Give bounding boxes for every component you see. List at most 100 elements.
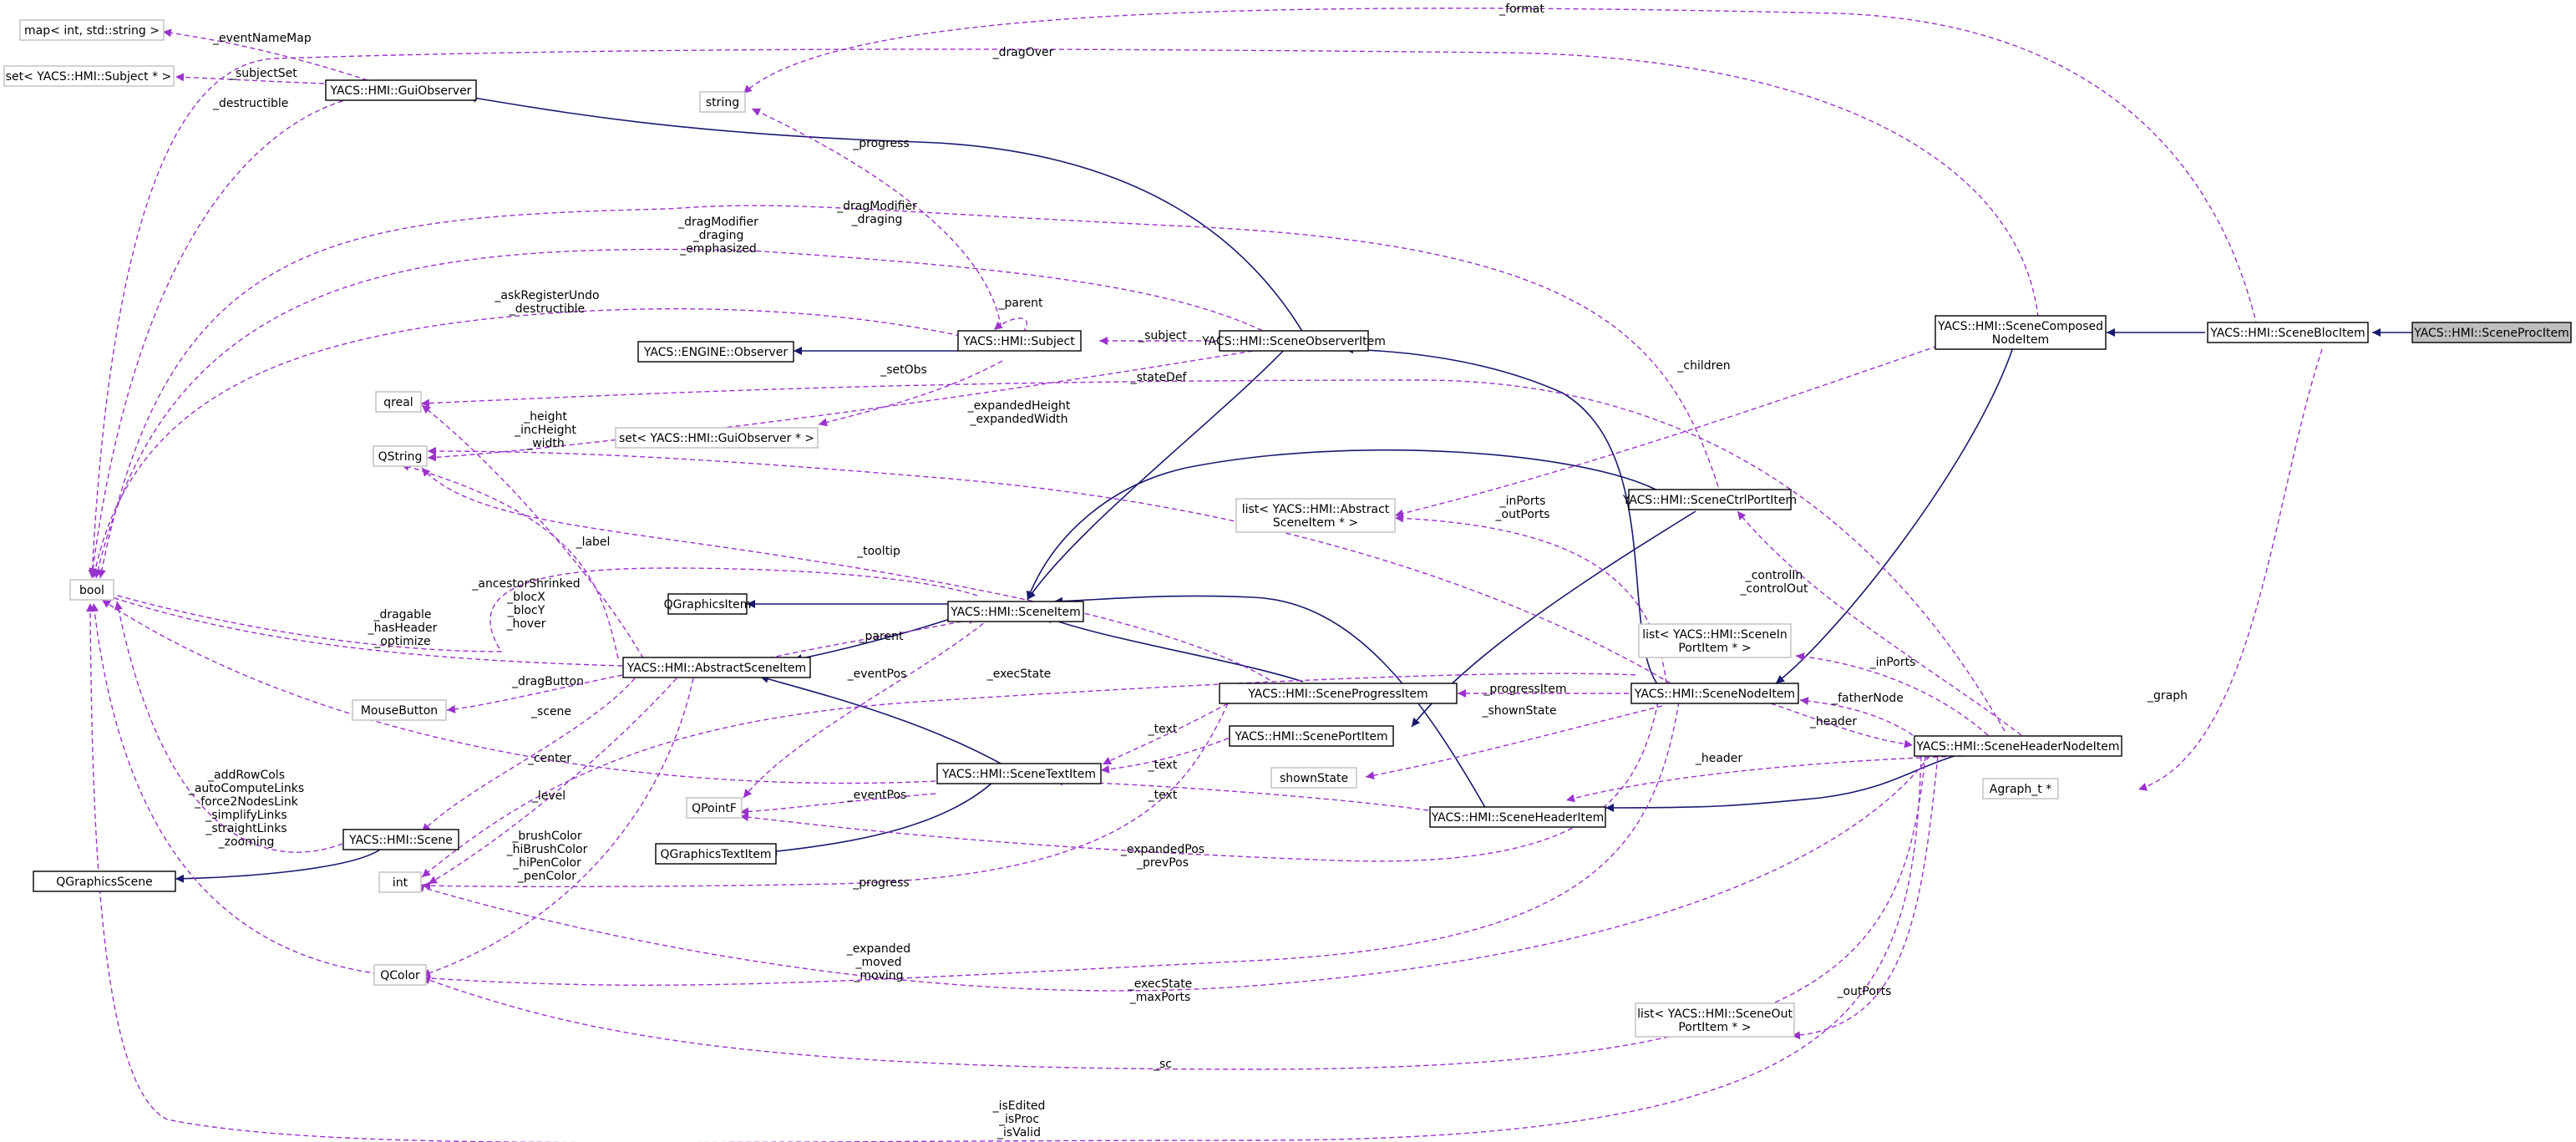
node-scene-observer-item[interactable]: YACS::HMI::SceneObserverItem [1201, 330, 1386, 352]
svg-text:MouseButton: MouseButton [361, 704, 438, 718]
label-set-obs: _setObs [880, 363, 927, 377]
label-in-ports: _inPorts [1869, 656, 1916, 669]
label-drag-modifier-b: _dragModifier_draging_emphasized [677, 216, 758, 256]
edge-ctrl-port-to-scene-item [1026, 449, 1663, 601]
edge-father-node [1799, 697, 1914, 736]
label-event-pos-a: _eventPos [847, 667, 907, 681]
edge-format [743, 8, 2258, 327]
svg-text:QColor: QColor [380, 969, 420, 982]
edge-in-out-ports [1394, 514, 1667, 684]
edge-exec-state [421, 673, 1636, 878]
label-event-pos-b: _eventPos [847, 789, 907, 802]
node-set-gui-observer[interactable]: set< YACS::HMI::GuiObserver * > [615, 427, 819, 449]
label-dragable: _dragable_hasHeader_optimize [368, 608, 438, 648]
svg-text:YACS::HMI::SceneNodeItem: YACS::HMI::SceneNodeItem [1634, 688, 1795, 701]
node-qcolor[interactable]: QColor [373, 964, 427, 986]
node-shown-state[interactable]: shownState [1270, 767, 1357, 789]
svg-text:QString: QString [378, 450, 423, 464]
node-set-subject[interactable]: set< YACS::HMI::Subject * > [3, 65, 175, 87]
node-scene-proc-item[interactable]: YACS::HMI::SceneProcItem [2411, 322, 2572, 343]
node-scene-node-item[interactable]: YACS::HMI::SceneNodeItem [1630, 683, 1799, 704]
svg-text:YACS::HMI::Scene: YACS::HMI::Scene [348, 834, 453, 847]
svg-text:YACS::HMI::Subject: YACS::HMI::Subject [962, 335, 1075, 348]
node-qpointf[interactable]: QPointF [686, 797, 743, 819]
edge-text-port [1100, 734, 1237, 774]
svg-text:QGraphicsScene: QGraphicsScene [56, 876, 153, 889]
svg-text:bool: bool [79, 584, 104, 597]
edge-parent-item [759, 616, 978, 661]
label-progress-string: _progress [852, 137, 909, 150]
edge-header-a [1770, 703, 1914, 749]
label-format: _format [1498, 3, 1544, 16]
node-scene-item[interactable]: YACS::HMI::SceneItem [947, 601, 1084, 622]
node-scene-header-item[interactable]: YACS::HMI::SceneHeaderItem [1429, 806, 1606, 828]
svg-text:YACS::HMI::SceneHeaderNodeItem: YACS::HMI::SceneHeaderNodeItem [1915, 740, 2119, 754]
svg-text:YACS::HMI::SceneProcItem: YACS::HMI::SceneProcItem [2413, 327, 2569, 340]
node-scene-text-item[interactable]: YACS::HMI::SceneTextItem [936, 763, 1102, 784]
node-agraph[interactable]: Agraph_t * [1982, 778, 2059, 799]
svg-text:YACS::HMI::SceneItem: YACS::HMI::SceneItem [950, 606, 1081, 619]
node-scene-ctrl-port-item[interactable]: YACS::HMI::SceneCtrlPortItem [1622, 489, 1797, 510]
edge-text-to-qgraphics-text [768, 780, 995, 855]
label-tooltip: _tooltip [856, 545, 900, 558]
node-scene-port-item[interactable]: YACS::HMI::ScenePortItem [1229, 725, 1394, 747]
label-level: _level [531, 789, 565, 803]
node-bool[interactable]: bool [69, 579, 114, 601]
node-qgraphics-item[interactable]: QGraphicsItem [664, 593, 752, 615]
edge-expanded-pos [739, 701, 1659, 862]
edge-observer-item-to-scene-item [1027, 347, 1287, 601]
node-scene-bloc-item[interactable]: YACS::HMI::SceneBlocItem [2207, 322, 2369, 343]
label-header-a: _header [1809, 715, 1858, 728]
edge-state-def [420, 379, 2006, 732]
edge-center [101, 599, 936, 784]
node-mouse-button[interactable]: MouseButton [352, 699, 447, 721]
edge-scene-item-to-abstract [793, 617, 953, 662]
node-abstract-scene-item[interactable]: YACS::HMI::AbstractSceneItem [622, 657, 811, 678]
svg-text:map< int, std::string >: map< int, std::string > [24, 24, 160, 38]
node-scene[interactable]: YACS::HMI::Scene [342, 829, 459, 850]
node-string[interactable]: string [699, 91, 746, 113]
edge-control-in-out [1737, 510, 2022, 736]
label-expanded-moved: _expanded_moved_moving [846, 942, 910, 982]
node-gui-observer[interactable]: YACS::HMI::GuiObserver [325, 79, 477, 101]
svg-text:YACS::HMI::AbstractSceneItem: YACS::HMI::AbstractSceneItem [626, 662, 806, 675]
label-sc: _sc [1153, 1058, 1172, 1071]
nodes: map< int, std::string > set< YACS::HMI::… [3, 19, 2572, 1038]
node-qstring[interactable]: QString [373, 445, 428, 467]
inheritance-edges [175, 94, 2412, 883]
association-edges [86, 8, 2323, 1142]
svg-text:shownState: shownState [1280, 772, 1348, 785]
edge-destructible [89, 98, 352, 577]
label-label: _label [576, 535, 611, 549]
node-qgraphics-text-item[interactable]: QGraphicsTextItem [655, 843, 777, 865]
svg-text:Agraph_t *: Agraph_t * [1990, 783, 2052, 796]
edge-event-name-map [162, 28, 368, 81]
node-subject[interactable]: YACS::HMI::Subject [957, 330, 1082, 352]
svg-text:list< YACS::HMI::AbstractScene: list< YACS::HMI::AbstractSceneItem * > [1242, 503, 1390, 530]
edge-dragable [104, 593, 623, 667]
edge-header-b [1565, 755, 1964, 803]
edge-composed-to-node [1775, 347, 2014, 684]
edge-header-item-to-scene-item [1053, 595, 1488, 811]
label-children: _children [1676, 359, 1730, 373]
node-scene-header-node-item[interactable]: YACS::HMI::SceneHeaderNodeItem [1914, 735, 2122, 757]
label-center: _center [527, 752, 571, 765]
edge-header-node-to-header-item [1605, 755, 1955, 812]
edge-set-obs [818, 360, 1003, 427]
edge-node-to-observer-item [1344, 345, 1659, 686]
label-drag-over: _dragOver [992, 46, 1054, 59]
node-map-int-string[interactable]: map< int, std::string > [19, 19, 165, 41]
node-qreal[interactable]: qreal [375, 391, 422, 413]
label-exec-state-b: _execState_maxPorts [1128, 977, 1193, 1004]
edge-labels: _eventNameMap _subjectSet _destructible … [188, 3, 2188, 1139]
node-int[interactable]: int [378, 871, 422, 893]
node-qgraphics-scene[interactable]: QGraphicsScene [33, 870, 176, 892]
node-scene-progress-item[interactable]: YACS::HMI::SceneProgressItem [1219, 683, 1458, 704]
label-event-name-map: _eventNameMap [212, 32, 312, 45]
node-engine-observer[interactable]: YACS::ENGINE::Observer [637, 341, 794, 363]
edge-ask-register-undo [91, 308, 961, 579]
